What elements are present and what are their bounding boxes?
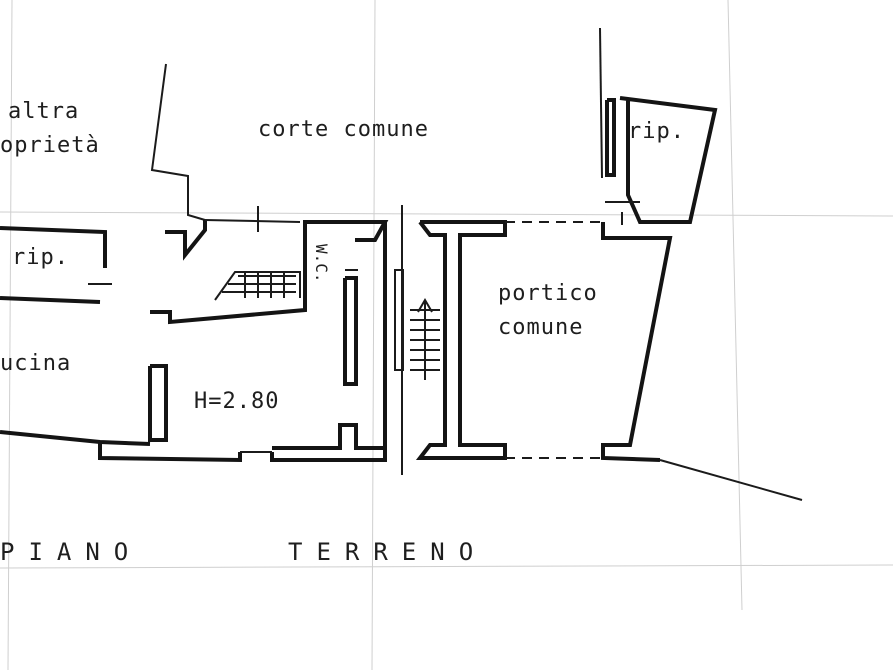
cucina-label: ucina	[0, 351, 71, 376]
central-stair	[394, 269, 440, 380]
portico-comune-label-line1: portico	[498, 281, 598, 306]
portico-comune-label-line2: comune	[498, 315, 583, 340]
floor-title-word-1: PIANO	[0, 538, 142, 566]
rip-top-right-label: rip.	[628, 119, 685, 144]
altra-proprieta-label-line2: oprietà	[0, 133, 100, 158]
left-stair	[214, 271, 301, 301]
rip-left-label: rip.	[12, 245, 69, 270]
wall-outlines	[0, 27, 803, 501]
corte-comune-label: corte comune	[258, 117, 429, 142]
altra-proprieta-label-line1: altra	[8, 99, 79, 124]
floor-title-word-2: TERRENO	[288, 538, 487, 566]
wc-label: W.C.	[312, 244, 331, 283]
height-mark-label: H=2.80	[194, 389, 279, 414]
